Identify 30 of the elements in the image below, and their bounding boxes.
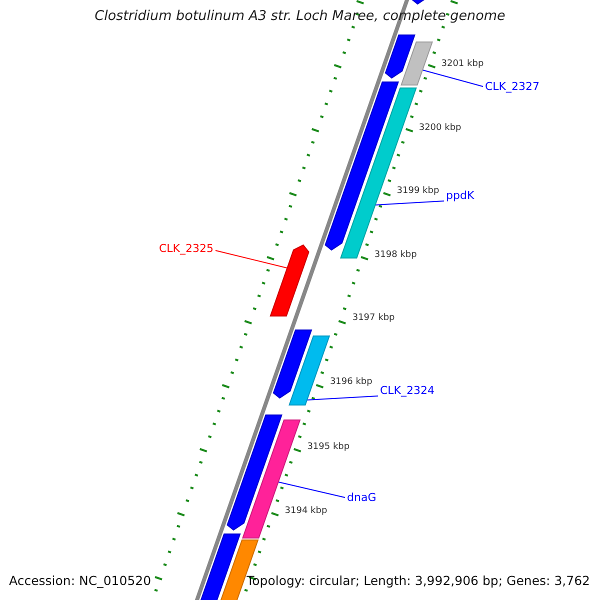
gene-block	[272, 330, 312, 399]
title: Clostridium botulinum A3 str. Loch Maree, complete genome	[94, 10, 506, 24]
genome-info-text: Topology: circular; Length: 3,992,906 bp; Genes: 3,762	[246, 575, 590, 588]
gene-label: CLK_2324	[380, 385, 435, 396]
tick-label: 3194 kbp	[284, 507, 328, 516]
gene-block	[270, 244, 310, 316]
gene-label: ppdK	[446, 190, 474, 201]
gene-block	[340, 88, 417, 258]
tick-label: 3201 kbp	[441, 60, 484, 69]
gene-block	[288, 336, 330, 406]
gene-block	[400, 42, 433, 86]
gene-block	[226, 414, 282, 531]
tick-label: 3198 kbp	[374, 251, 417, 260]
leader-line	[306, 396, 378, 400]
leader-line	[422, 70, 484, 87]
tick-label: 3197 kbp	[352, 314, 395, 323]
tick-label: 3200 kbp	[418, 124, 462, 133]
gene-block	[384, 34, 416, 79]
gene-block	[198, 534, 241, 600]
tick-label: 3199 kbp	[396, 187, 440, 196]
gene-block	[324, 82, 399, 251]
leader-line	[215, 250, 288, 268]
gene-label: dnaG	[347, 492, 376, 503]
gene-label: CLK_2325	[159, 243, 214, 254]
leader-line	[278, 482, 346, 498]
accession-text: Accession: NC_010520	[9, 575, 152, 588]
tick-label: 3196 kbp	[330, 378, 372, 387]
tick-label: 3195 kbp	[307, 443, 350, 452]
leader-line	[374, 200, 444, 206]
gene-label: CLK_2327	[485, 81, 540, 92]
